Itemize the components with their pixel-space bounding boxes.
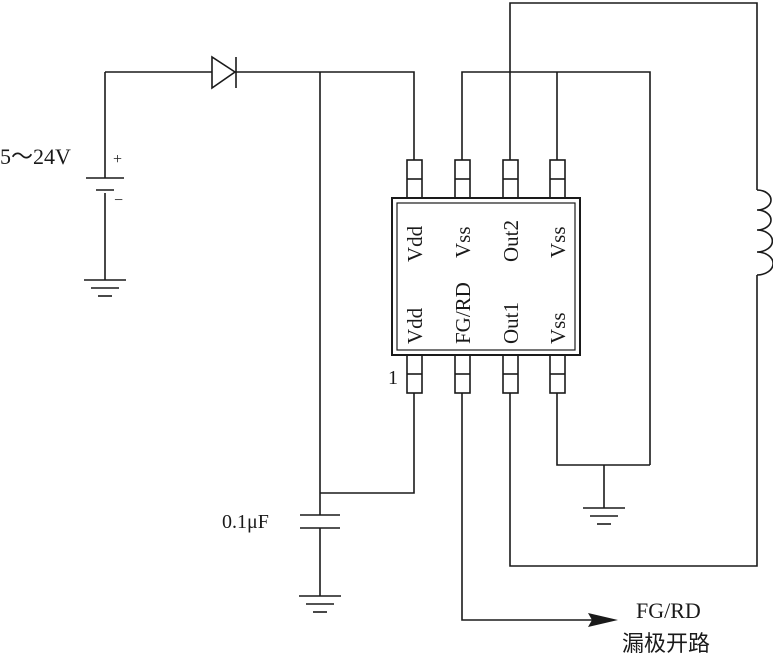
battery-symbol — [86, 150, 124, 191]
ic-top-pins — [406, 159, 566, 199]
output-signal-label: FG/RD — [636, 598, 701, 623]
output-type-label: 漏极开路 — [622, 631, 710, 656]
pin-label-top-3: Out2 — [499, 220, 523, 262]
pin-label-bottom-4: Vss — [546, 312, 570, 344]
pin1-marker: 1 — [388, 367, 398, 389]
ground-symbol-capacitor — [299, 595, 341, 613]
pin-label-top-4: Vss — [546, 226, 570, 258]
plus-sign: + — [113, 151, 122, 168]
output-arrow — [588, 613, 618, 627]
supply-voltage-label: 5～24V — [0, 144, 71, 169]
inductor-coil — [756, 189, 773, 276]
ic-bottom-pins — [406, 354, 566, 394]
ic-wiring — [461, 2, 758, 621]
pin-label-top-2: Vss — [451, 226, 475, 258]
minus-sign: − — [114, 192, 123, 209]
ic-top-pin-labels: Vdd Vss Out2 Vss — [403, 220, 570, 262]
ground-symbol-supply — [84, 279, 126, 297]
pin-label-top-1: Vdd — [403, 225, 427, 262]
ic-body — [391, 197, 581, 356]
capacitor-symbol — [300, 514, 340, 529]
ground-symbol-vss — [583, 465, 625, 525]
diode-symbol — [211, 55, 237, 90]
supply-wiring — [104, 71, 415, 596]
pin-label-bottom-1: Vdd — [403, 307, 427, 344]
pin-label-bottom-2: FG/RD — [451, 282, 475, 344]
pin-label-bottom-3: Out1 — [499, 302, 523, 344]
capacitor-value-label: 0.1μF — [222, 511, 269, 533]
ic-bottom-pin-labels: Vdd FG/RD Out1 Vss — [403, 282, 570, 344]
